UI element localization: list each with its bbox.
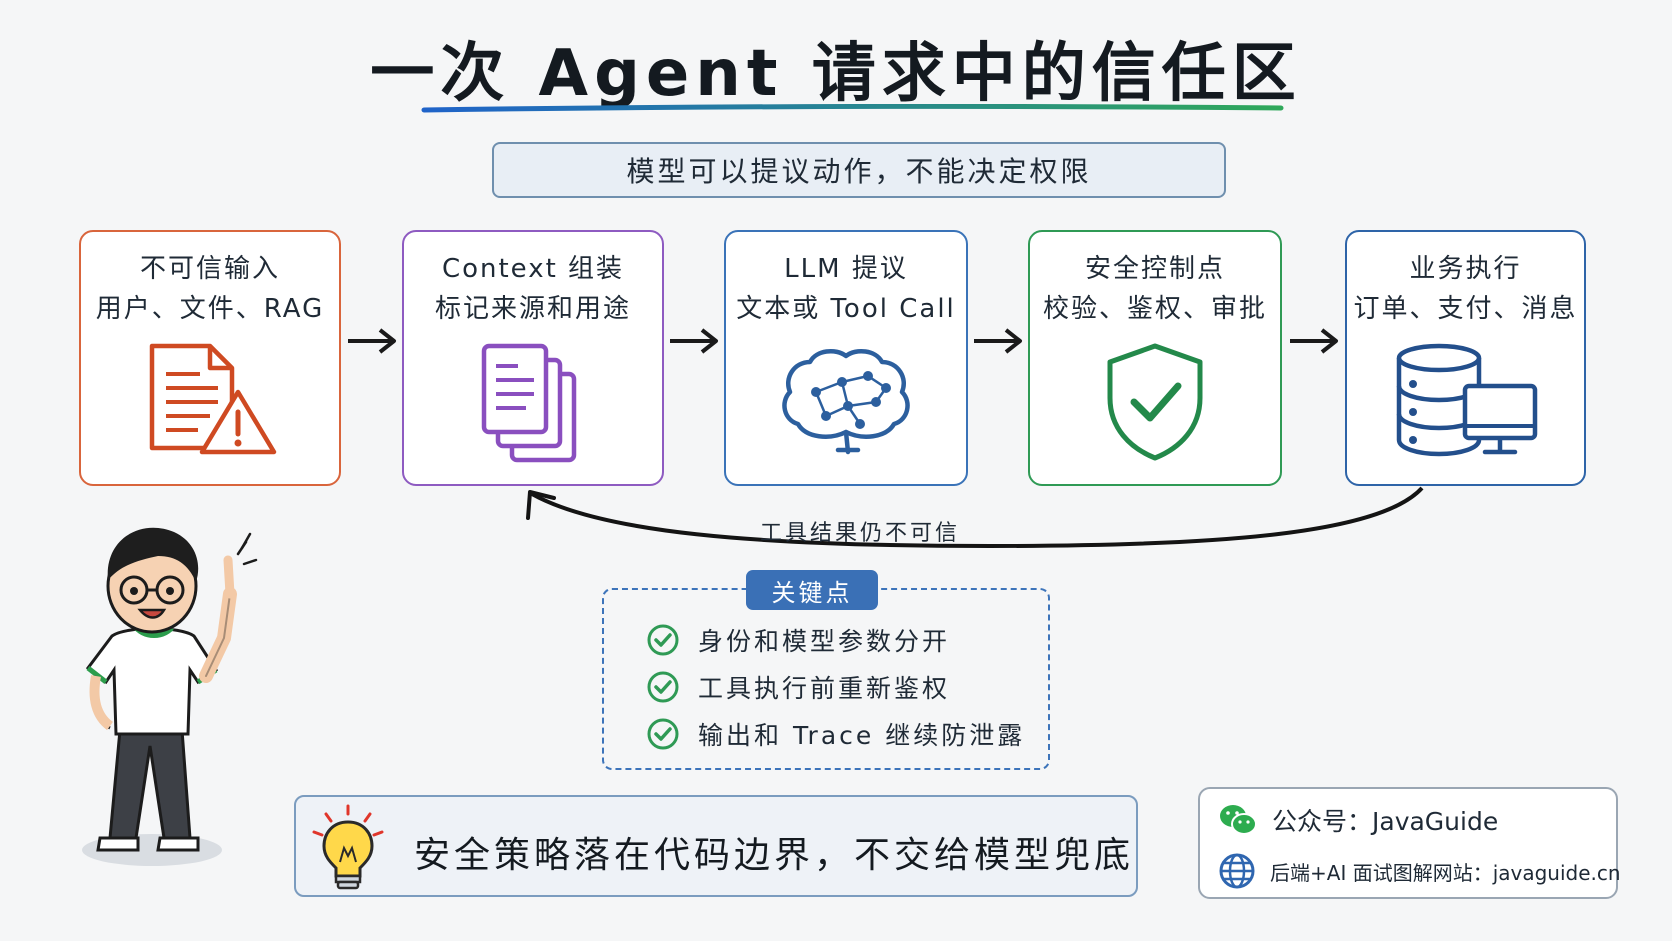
cartoon-guide-character bbox=[82, 527, 258, 866]
feedback-loop-arrow bbox=[526, 486, 1424, 549]
document-warning-icon bbox=[149, 343, 277, 455]
step-title: 不可信输入 bbox=[139, 254, 280, 284]
brain-network-icon bbox=[782, 348, 910, 455]
step-llm-proposal: LLM 提议 文本或 Tool Call bbox=[724, 230, 968, 486]
key-point-item: 身份和模型参数分开 bbox=[646, 620, 950, 660]
key-point-item: 输出和 Trace 继续防泄露 bbox=[646, 714, 1025, 754]
key-point-item: 工具执行前重新鉴权 bbox=[646, 667, 950, 707]
step-title: 业务执行 bbox=[1409, 254, 1522, 284]
step-title: 安全控制点 bbox=[1084, 254, 1225, 284]
footer-account: 公众号：JavaGuide bbox=[1272, 807, 1499, 836]
step-subtitle: 订单、支付、消息 bbox=[1353, 294, 1578, 324]
page-title: 一次 Agent 请求中的信任区 bbox=[370, 37, 1302, 111]
step-title: LLM 提议 bbox=[784, 254, 908, 284]
key-points-badge: 关键点 bbox=[746, 570, 878, 610]
footer-website-row[interactable]: 后端+AI 面试图解网站：javaguide.cn bbox=[1218, 852, 1621, 890]
title-underline bbox=[421, 104, 1284, 113]
step-subtitle: 文本或 Tool Call bbox=[736, 294, 956, 324]
check-circle-icon bbox=[647, 624, 679, 656]
globe-icon bbox=[1219, 853, 1255, 889]
step-context-assembly: Context 组装 标记来源和用途 bbox=[402, 230, 664, 486]
step-security-checkpoint: 安全控制点 校验、鉴权、审批 bbox=[1028, 230, 1282, 486]
database-monitor-icon bbox=[1396, 343, 1537, 457]
loop-label: 工具结果仍不可信 bbox=[760, 521, 961, 546]
flow-arrow-4 bbox=[1290, 328, 1338, 354]
flow-arrow-2 bbox=[670, 328, 718, 354]
check-circle-icon bbox=[647, 671, 679, 703]
shield-check-icon bbox=[1107, 343, 1203, 461]
documents-stack-icon bbox=[481, 343, 577, 463]
lightbulb-icon bbox=[312, 804, 384, 890]
key-point-text: 输出和 Trace 继续防泄露 bbox=[698, 721, 1026, 750]
footer-card bbox=[1198, 787, 1618, 899]
step-title: Context 组装 bbox=[441, 254, 625, 284]
conclusion-text: 安全策略落在代码边界，不交给模型兜底 bbox=[414, 835, 1135, 876]
flow-arrow-3 bbox=[974, 328, 1022, 354]
conclusion-banner bbox=[294, 795, 1138, 897]
subtitle-banner: 模型可以提议动作，不能决定权限 bbox=[492, 142, 1226, 198]
key-point-text: 工具执行前重新鉴权 bbox=[698, 674, 951, 703]
key-point-text: 身份和模型参数分开 bbox=[698, 627, 951, 656]
step-subtitle: 标记来源和用途 bbox=[434, 294, 631, 324]
flow-arrow-1 bbox=[348, 328, 396, 354]
step-subtitle: 用户、文件、RAG bbox=[95, 294, 325, 324]
step-subtitle: 校验、鉴权、审批 bbox=[1042, 294, 1267, 324]
step-untrusted-input: 不可信输入 用户、文件、RAG bbox=[79, 230, 341, 486]
footer-website[interactable]: 后端+AI 面试图解网站：javaguide.cn bbox=[1270, 860, 1621, 885]
wechat-icon bbox=[1220, 805, 1257, 835]
footer-wechat-row: 公众号：JavaGuide bbox=[1218, 802, 1498, 838]
check-circle-icon bbox=[647, 718, 679, 750]
step-business-execution: 业务执行 订单、支付、消息 bbox=[1345, 230, 1586, 486]
